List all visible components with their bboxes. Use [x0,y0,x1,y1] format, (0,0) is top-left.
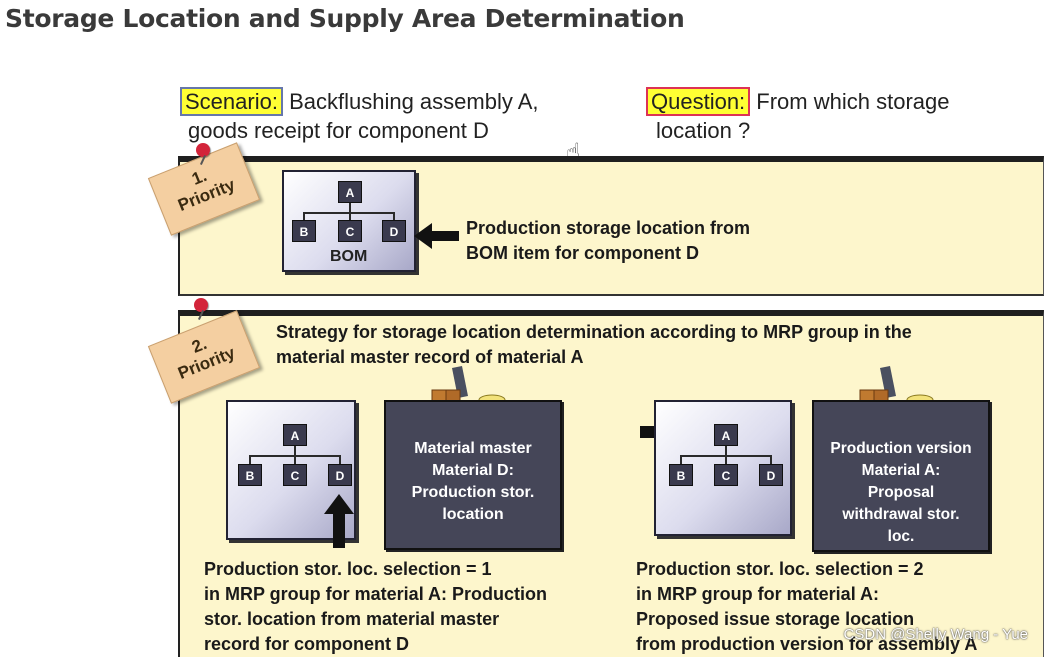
strategy-line1: Strategy for storage location determinat… [276,322,912,342]
left-desc-line: in MRP group for material A: Production [204,584,548,604]
bom-node-c: C [283,464,307,486]
right-desc-line: Proposed issue storage location [636,609,915,629]
right-description: Production stor. loc. selection = 2 in M… [636,557,977,657]
left-desc-line: Production stor. loc. selection = 1 [204,559,492,579]
priority1-text-line2: BOM item for component D [466,243,699,263]
bom-line [725,446,727,456]
scenario-line2: goods receipt for component D [188,118,489,143]
left-desc-line: record for component D [204,634,410,654]
material-master-box: Material master Material D: Production s… [384,400,562,550]
bom-node-a: A [283,424,307,446]
bom-line [680,455,682,464]
production-version-line: Proposal [867,484,935,501]
scenario-tag: Scenario: [180,87,283,116]
pushpin-icon [196,143,210,157]
right-desc-line: Production stor. loc. selection = 2 [636,559,924,579]
bom-node-a: A [338,181,362,203]
arrow-left-icon [414,223,459,249]
bom-line [294,455,296,464]
material-master-line: location [442,506,504,523]
bom-node-a: A [714,424,738,446]
bom-line [349,212,351,220]
scenario-line1: Scenario: Backflushing assembly A, [180,87,539,116]
production-version-box: Production version Material A: Proposal … [812,400,990,552]
right-desc-line: from production version for assembly A [636,634,978,654]
priority1-text-line1: Production storage location from [466,218,751,238]
question-tag: Question: [646,87,751,116]
production-version-line: withdrawal stor. [842,506,960,523]
production-version-line: loc. [887,528,915,545]
question-line2: location ? [656,118,751,143]
production-version-line: Production version [830,440,972,457]
bom-line [339,455,341,464]
bom-node-b: B [238,464,262,486]
material-master-line: Material master [414,440,532,457]
page-title: Storage Location and Supply Area Determi… [5,4,685,33]
bom-line [249,455,251,464]
bom-node-d: D [382,220,406,242]
right-desc-line: in MRP group for material A: [636,584,880,604]
bom-card-1: A B C D BOM [282,170,416,272]
bom-node-d: D [759,464,783,486]
question-line1: Question: From which storage [646,87,950,116]
material-master-line: Production stor. [411,484,535,501]
priority1-text: Production storage location from BOM ite… [466,216,750,266]
left-description: Production stor. loc. selection = 1 in M… [204,557,547,657]
pushpin-icon [194,298,208,312]
bom-line [303,212,305,220]
bom-node-c: C [714,464,738,486]
bom-line [725,455,727,464]
bom-line [349,203,351,213]
bom-line [294,446,296,456]
bom-line [770,455,772,464]
bom-node-c: C [338,220,362,242]
bom-line [393,212,395,220]
bom-card-3: A B C D [654,400,792,536]
scenario-text1: Backflushing assembly A, [289,89,539,114]
watermark: CSDN @Shelly Wang - Yue [843,626,1028,643]
bom-label: BOM [330,248,368,265]
question-text1: From which storage [756,89,950,114]
arrow-up-icon [324,494,354,548]
bom-node-b: B [292,220,316,242]
bom-node-d: D [328,464,352,486]
left-desc-line: stor. location from material master [204,609,500,629]
material-master-line: Material D: [432,462,514,479]
production-version-line: Material A: [861,462,941,479]
strategy-text: Strategy for storage location determinat… [276,320,912,370]
bom-node-b: B [669,464,693,486]
strategy-line2: material master record of material A [276,347,584,367]
